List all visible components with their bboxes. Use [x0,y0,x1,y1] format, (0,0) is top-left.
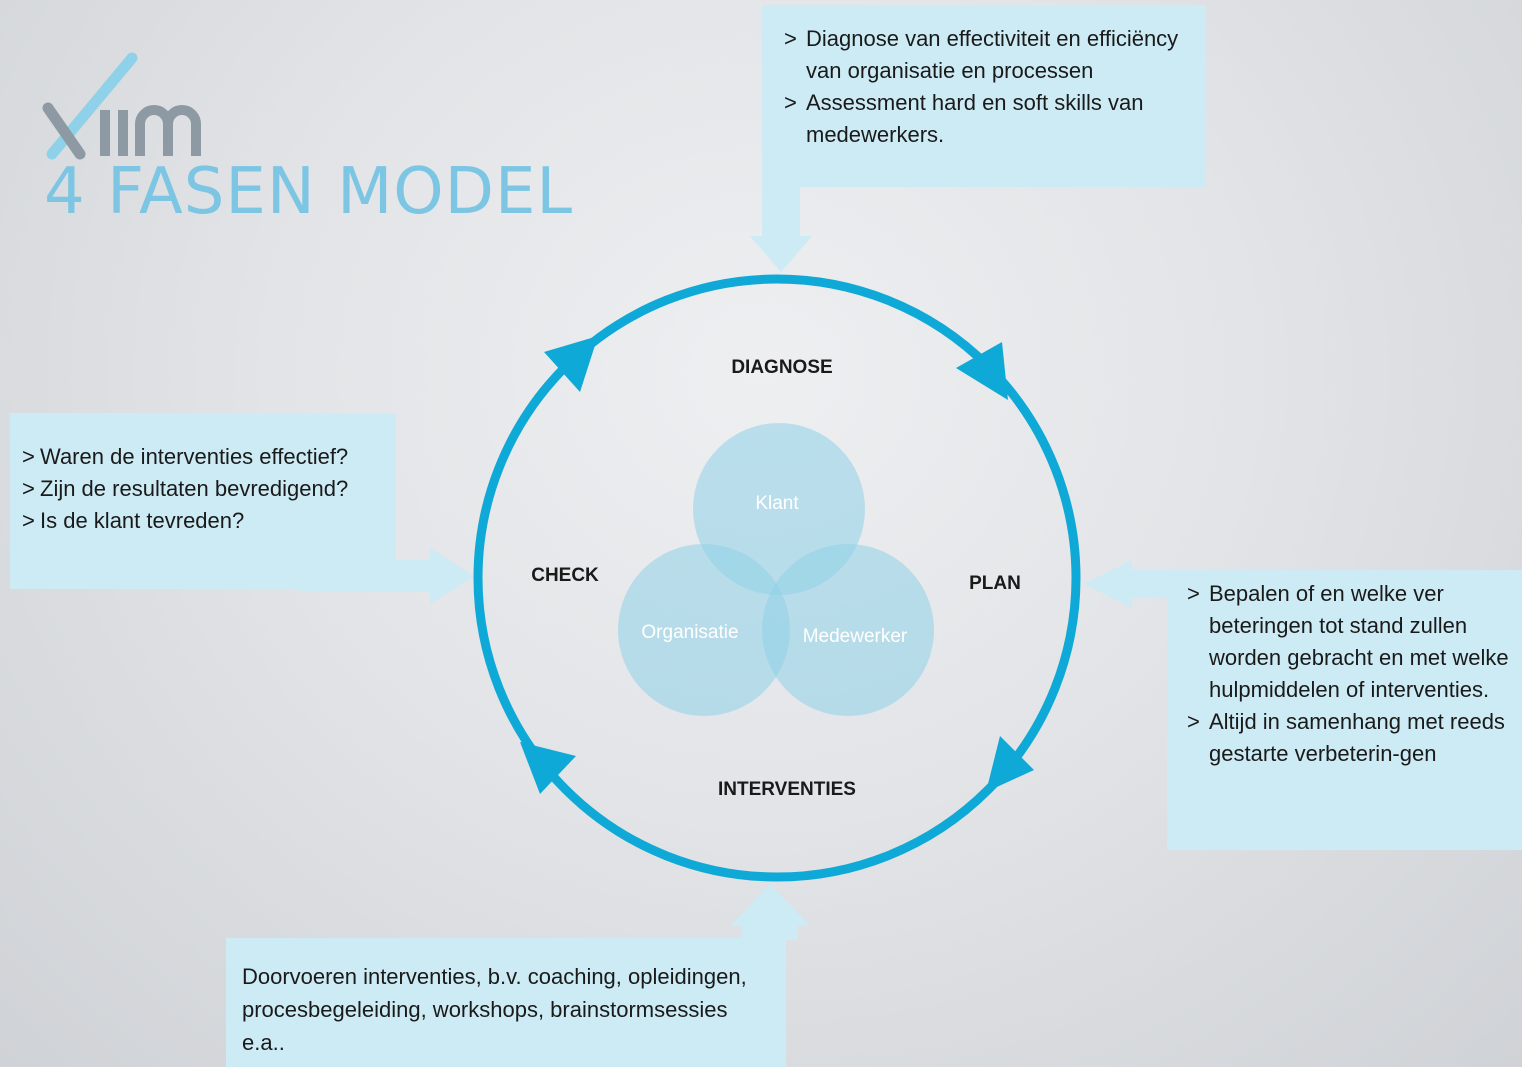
page-title: 4 FASEN MODEL [44,155,574,229]
phase-label-interventies: INTERVENTIES [718,779,856,800]
check-info-box: Waren de interventies effectief? Zijn de… [10,413,396,589]
list-item: Waren de interventies effectief? [22,441,390,473]
list-item: Altijd in samenhang met reeds gestarte v… [1187,706,1515,770]
arrow-from-plan-box [1084,560,1170,608]
cycle-arrow-top-left [544,336,598,392]
plan-info-box: Bepalen of en welke ver beteringen tot s… [1167,570,1522,850]
list-item: Diagnose van effectiviteit en efficiëncy… [784,23,1186,87]
venn-label-organisatie: Organisatie [641,622,738,643]
phase-label-plan: PLAN [969,573,1021,594]
cycle-circle [473,274,1081,882]
interventies-info-box: Doorvoeren interventies, b.v. coaching, … [226,938,786,1067]
xiim-logo-graphic [42,52,201,160]
diagnose-list: Diagnose van effectiviteit en efficiëncy… [784,23,1186,151]
interventies-text: Doorvoeren interventies, b.v. coaching, … [242,964,747,1055]
plan-list: Bepalen of en welke ver beteringen tot s… [1187,578,1515,770]
list-item: Zijn de resultaten bevredigend? [22,473,390,505]
list-item: Assessment hard en soft skills van medew… [784,87,1186,151]
cycle-arrow-bottom-right [986,736,1034,792]
list-item: Is de klant tevreden? [22,505,390,537]
list-item: Bepalen of en welke ver beteringen tot s… [1187,578,1515,706]
cycle-arrow-top-right [956,342,1008,400]
cycle-arrow-bottom-left [520,742,576,794]
venn-circle-organisatie [618,544,790,716]
phase-label-check: CHECK [531,565,599,586]
phase-label-diagnose: DIAGNOSE [731,357,832,378]
xiim-logo [40,50,240,160]
check-list: Waren de interventies effectief? Zijn de… [22,441,390,537]
arrow-from-diagnose-box [750,180,812,272]
venn-circle-medewerker [762,544,934,716]
venn-label-klant: Klant [755,493,799,514]
venn-label-medewerker: Medewerker [803,626,908,647]
diagnose-info-box: Diagnose van effectiviteit en efficiëncy… [762,5,1206,187]
arrow-from-interventies-box [730,884,810,940]
